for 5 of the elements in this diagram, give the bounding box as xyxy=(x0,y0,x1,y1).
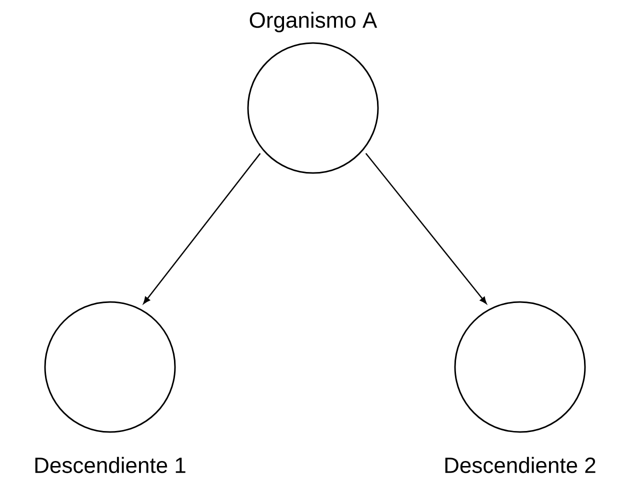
node-label: Descendiente 1 xyxy=(35,456,186,474)
node-label: Organismo A xyxy=(250,12,378,32)
node-label: Descendiente 2 xyxy=(445,456,596,474)
arrow xyxy=(143,153,261,304)
arrow xyxy=(365,152,487,304)
